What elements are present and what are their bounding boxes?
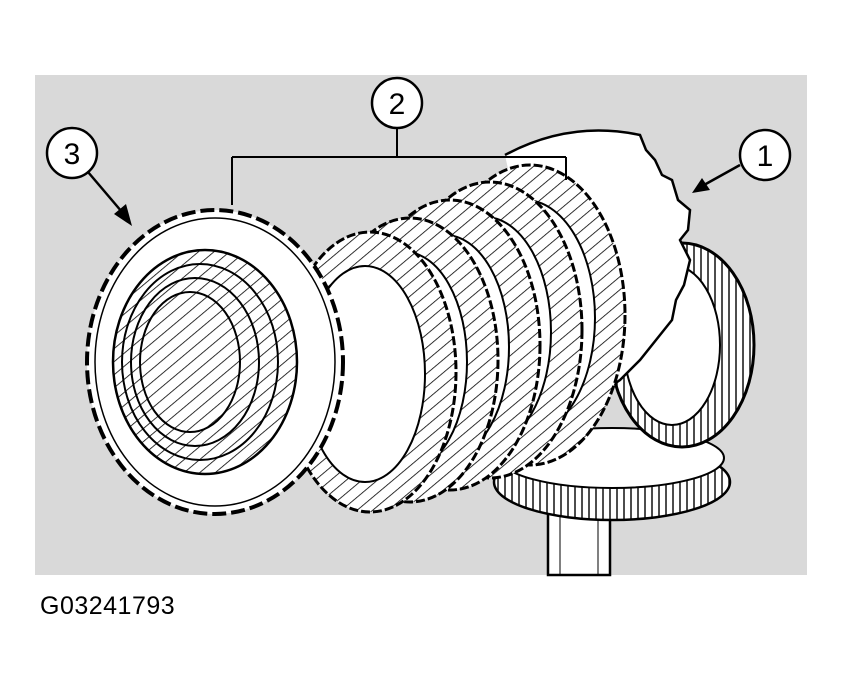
front-steel-plate xyxy=(85,208,345,516)
callout-3: 3 xyxy=(45,126,132,226)
callout-1-label: 1 xyxy=(757,140,774,173)
callout-2-label: 2 xyxy=(389,88,406,121)
callout-3-label: 3 xyxy=(64,138,81,171)
callout-1: 1 xyxy=(692,128,792,193)
callout-bracket xyxy=(231,127,567,205)
figure-id: G03241793 xyxy=(40,592,176,620)
callout-2: 2 xyxy=(370,76,424,130)
